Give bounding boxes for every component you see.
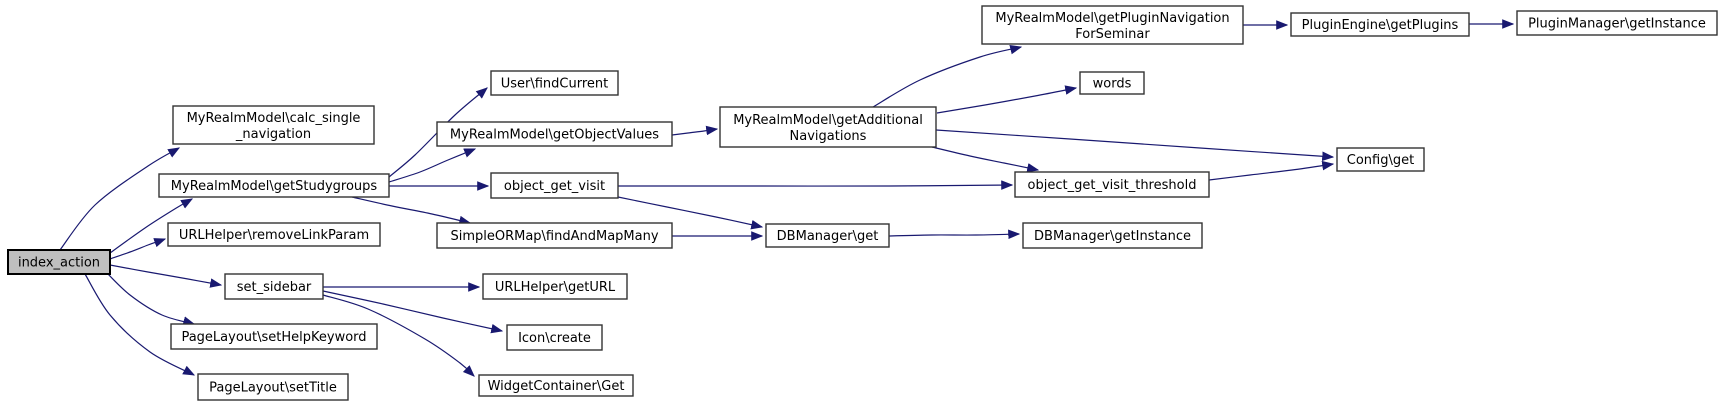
edge-getStudygroups-to-getObjectValues (388, 148, 477, 183)
node-setTitle[interactable]: PageLayout\setTitle (197, 373, 349, 401)
node-config_get[interactable]: Config\get (1336, 147, 1425, 172)
edge-object_get_visit_threshold-to-config_get (1208, 160, 1335, 181)
node-words[interactable]: words (1079, 71, 1145, 95)
node-pluginManagerGetInstance[interactable]: PluginManager\getInstance (1516, 10, 1718, 36)
edge-index_action-to-calc_single_navigation (59, 147, 181, 251)
node-label-dbmanager_get: DBManager\get (777, 229, 879, 244)
node-box-getPluginNavigationForSeminar[interactable] (981, 5, 1244, 45)
node-label-pluginManagerGetInstance: PluginManager\getInstance (1528, 17, 1706, 32)
node-box-getObjectValues[interactable] (436, 121, 673, 147)
edge-index_action-to-set_sidebar (109, 264, 223, 288)
node-label-setTitle: PageLayout\setTitle (209, 381, 337, 396)
node-label-object_get_visit: object_get_visit (504, 179, 605, 194)
edge-getObjectValues-to-getAdditionalNavigations (671, 125, 719, 136)
node-box-getStudygroups[interactable] (158, 173, 390, 198)
edge-dbmanager_get-to-dbmanager_getInstance (888, 229, 1021, 240)
node-label-getURL: URLHelper\getURL (495, 280, 616, 295)
edge-getStudygroups-to-findCurrent (388, 87, 488, 178)
node-dbmanager_get[interactable]: DBManager\get (765, 223, 890, 248)
node-findAndMapMany[interactable]: SimpleORMap\findAndMapMany (436, 222, 673, 249)
node-box-object_get_visit[interactable] (490, 172, 619, 199)
node-label-getPluginNavigationForSeminar-line2: ForSeminar (1075, 27, 1150, 42)
edge-object_get_visit-to-dbmanager_get (617, 196, 764, 230)
node-label-removeLinkParam: URLHelper\removeLinkParam (179, 228, 369, 243)
node-dbmanager_getInstance[interactable]: DBManager\getInstance (1022, 222, 1203, 249)
node-calc_single_navigation[interactable]: MyRealmModel\calc_single_navigation (172, 105, 375, 145)
edge-index_action-to-setHelpKeyword (104, 270, 196, 326)
node-box-set_sidebar[interactable] (224, 273, 324, 300)
node-box-getAdditionalNavigations[interactable] (719, 106, 937, 148)
node-label-calc_single_navigation-line1: MyRealmModel\calc_single (187, 111, 361, 126)
node-label-object_get_visit_threshold: object_get_visit_threshold (1028, 178, 1197, 193)
node-label-icon_create: Icon\create (518, 331, 591, 346)
node-getPluginNavigationForSeminar[interactable]: MyRealmModel\getPluginNavigationForSemin… (981, 5, 1244, 45)
node-label-dbmanager_getInstance: DBManager\getInstance (1034, 229, 1191, 244)
node-box-object_get_visit_threshold[interactable] (1014, 171, 1210, 198)
node-label-index_action: index_action (18, 256, 100, 271)
edge-index_action-to-removeLinkParam (109, 238, 167, 260)
node-box-findCurrent[interactable] (490, 70, 619, 96)
edge-set_sidebar-to-icon_create (322, 290, 504, 334)
node-box-removeLinkParam[interactable] (167, 222, 381, 247)
node-getURL[interactable]: URLHelper\getURL (482, 273, 628, 300)
node-box-setTitle[interactable] (197, 373, 349, 401)
node-label-config_get: Config\get (1347, 153, 1414, 168)
node-box-calc_single_navigation[interactable] (172, 105, 375, 145)
node-box-index_action[interactable] (7, 249, 111, 275)
edge-getAdditionalNavigations-to-words (936, 85, 1078, 114)
node-label-setHelpKeyword: PageLayout\setHelpKeyword (181, 330, 366, 345)
node-box-dbmanager_get[interactable] (765, 223, 890, 248)
node-label-getObjectValues: MyRealmModel\getObjectValues (450, 128, 659, 143)
node-box-getURL[interactable] (482, 273, 628, 300)
edge-set_sidebar-to-widgetcontainer_get (322, 294, 475, 377)
node-box-dbmanager_getInstance[interactable] (1022, 222, 1203, 249)
node-findCurrent[interactable]: User\findCurrent (490, 70, 619, 96)
edge-getAdditionalNavigations-to-object_get_visit_threshold (931, 146, 1040, 173)
edge-getStudygroups-to-findAndMapMany (351, 196, 472, 226)
edge-index_action-to-setTitle (84, 273, 196, 376)
node-set_sidebar[interactable]: set_sidebar (224, 273, 324, 300)
node-label-calc_single_navigation-line2: _navigation (235, 127, 311, 142)
node-label-set_sidebar: set_sidebar (237, 280, 312, 295)
edge-getAdditionalNavigations-to-getPluginNavigationForSeminar (872, 44, 1023, 108)
node-box-findAndMapMany[interactable] (436, 222, 673, 249)
edge-index_action-to-getStudygroups (109, 198, 194, 254)
node-box-icon_create[interactable] (506, 324, 603, 351)
node-box-config_get[interactable] (1336, 147, 1425, 172)
node-removeLinkParam[interactable]: URLHelper\removeLinkParam (167, 222, 381, 247)
node-label-findAndMapMany: SimpleORMap\findAndMapMany (450, 229, 658, 244)
node-label-widgetcontainer_get: WidgetContainer\Get (488, 379, 625, 394)
node-index_action[interactable]: index_action (7, 249, 111, 275)
node-widgetcontainer_get[interactable]: WidgetContainer\Get (478, 374, 634, 397)
node-setHelpKeyword[interactable]: PageLayout\setHelpKeyword (170, 323, 378, 350)
node-box-widgetcontainer_get[interactable] (478, 374, 634, 397)
node-box-pluginManagerGetInstance[interactable] (1516, 10, 1718, 36)
node-label-getAdditionalNavigations-line1: MyRealmModel\getAdditional (733, 113, 923, 128)
node-label-words: words (1093, 77, 1132, 92)
node-icon_create[interactable]: Icon\create (506, 324, 603, 351)
edge-object_get_visit-to-object_get_visit_threshold (618, 180, 1014, 190)
node-label-getPlugins: PluginEngine\getPlugins (1302, 18, 1459, 33)
node-getStudygroups[interactable]: MyRealmModel\getStudygroups (158, 173, 390, 198)
edge-getAdditionalNavigations-to-config_get (935, 129, 1335, 162)
node-box-setHelpKeyword[interactable] (170, 323, 378, 350)
node-object_get_visit_threshold[interactable]: object_get_visit_threshold (1014, 171, 1210, 198)
node-label-getAdditionalNavigations-line2: Navigations (790, 129, 867, 144)
node-box-getPlugins[interactable] (1290, 12, 1470, 37)
node-box-words[interactable] (1079, 71, 1145, 95)
node-object_get_visit[interactable]: object_get_visit (490, 172, 619, 199)
node-getObjectValues[interactable]: MyRealmModel\getObjectValues (436, 121, 673, 147)
node-label-getStudygroups: MyRealmModel\getStudygroups (171, 179, 378, 194)
node-label-getPluginNavigationForSeminar-line1: MyRealmModel\getPluginNavigation (995, 11, 1229, 26)
node-label-findCurrent: User\findCurrent (501, 77, 609, 92)
node-getPlugins[interactable]: PluginEngine\getPlugins (1290, 12, 1470, 37)
